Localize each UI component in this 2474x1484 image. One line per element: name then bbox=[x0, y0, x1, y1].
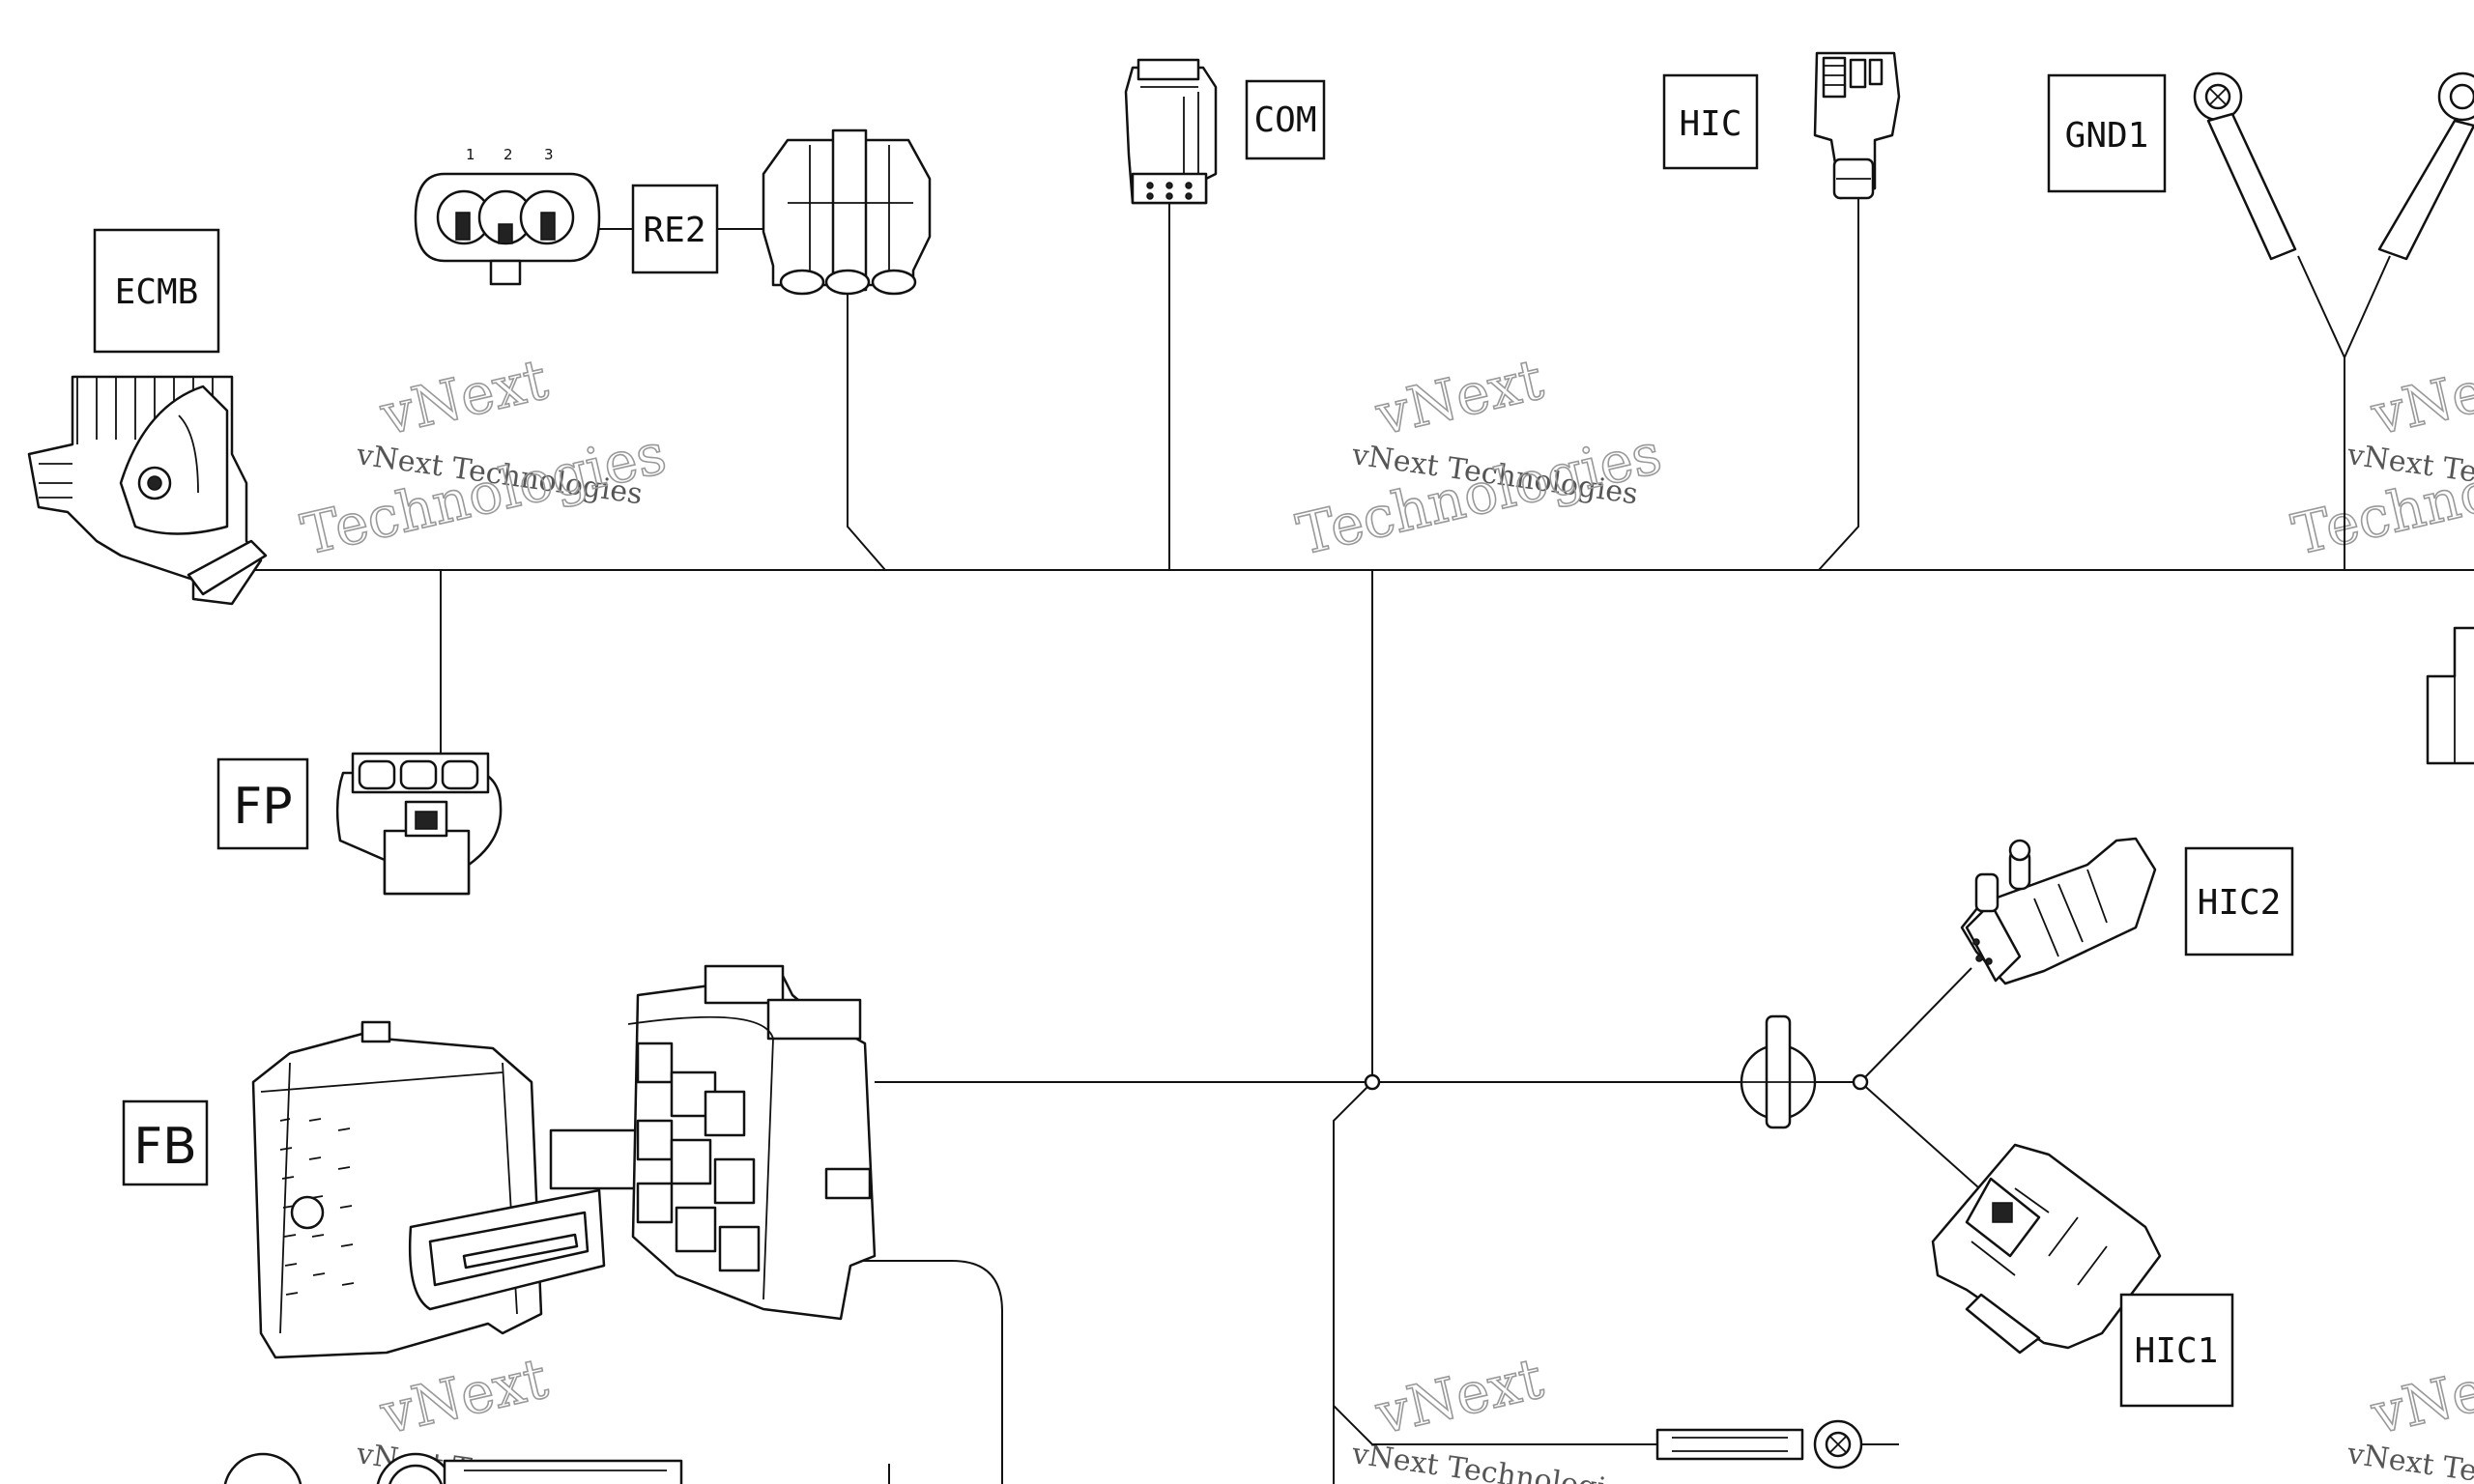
com-label: COM bbox=[1253, 100, 1316, 140]
hic2-connector[interactable]: HIC2 bbox=[1960, 837, 2294, 985]
re2-connector[interactable]: 1 2 3 RE2 bbox=[414, 128, 932, 296]
hic-label: HIC bbox=[1679, 104, 1741, 144]
fb-label: FB bbox=[133, 1118, 197, 1176]
svg-text:Technologies: Technologies bbox=[1291, 420, 1667, 568]
gnd1-connector[interactable]: GND1 bbox=[2047, 71, 2474, 261]
gnd1-label: GND1 bbox=[2065, 116, 2149, 156]
ring-terminal bbox=[1655, 1419, 1899, 1470]
re2-label: RE2 bbox=[643, 211, 705, 250]
hic1-connector[interactable]: HIC1 bbox=[1931, 1143, 2234, 1408]
fp-connector[interactable]: FP bbox=[216, 752, 503, 896]
svg-text:vNext: vNext bbox=[2365, 1345, 2474, 1447]
com-connector[interactable]: COM bbox=[1124, 58, 1326, 205]
ecmb-connector[interactable]: ECMB bbox=[27, 228, 268, 606]
svg-text:vNext: vNext bbox=[2365, 346, 2474, 448]
re2-branch-wire bbox=[847, 295, 886, 571]
watermark-5: vNext Technologies vNext bbox=[1349, 1344, 1640, 1484]
pin-number-1: 1 bbox=[466, 146, 475, 163]
hic1-label: HIC1 bbox=[2135, 1331, 2219, 1371]
inline-splice bbox=[1740, 1014, 1817, 1129]
fp-label: FP bbox=[233, 778, 292, 836]
watermark-2: vNext Technologies vNext Technologies bbox=[1290, 345, 1668, 568]
hic-connector[interactable]: HIC bbox=[1662, 51, 1901, 200]
junction-node bbox=[1364, 1073, 1381, 1091]
watermark-3: vNext Technologies vNext Technologies bbox=[2286, 345, 2474, 568]
svg-text:vNext: vNext bbox=[374, 346, 554, 448]
svg-text:vNext: vNext bbox=[1369, 1345, 1549, 1447]
watermark-1: vNext Technologies vNext Technologies bbox=[295, 345, 673, 568]
partial-connector-right-edge bbox=[2426, 626, 2474, 765]
svg-text:Technologies: Technologies bbox=[296, 420, 672, 568]
harness-wires bbox=[232, 198, 2474, 1484]
pin-number-3: 3 bbox=[544, 146, 554, 163]
pin-number-2: 2 bbox=[503, 146, 513, 163]
svg-text:vNext Technologies: vNext Technologies bbox=[2345, 1437, 2474, 1484]
partial-connectors-bottom-left bbox=[223, 1452, 683, 1484]
junction-node bbox=[1852, 1073, 1869, 1091]
hic-branch-wire bbox=[1818, 198, 1859, 571]
watermark-6: vNext Technologies vNext bbox=[2345, 1344, 2474, 1484]
hic2-label: HIC2 bbox=[2198, 883, 2282, 923]
fb-fuse-box[interactable]: FB bbox=[122, 964, 877, 1359]
svg-text:vNext: vNext bbox=[374, 1345, 554, 1447]
ecmb-label: ECMB bbox=[115, 272, 199, 312]
svg-text:vNext: vNext bbox=[1369, 346, 1549, 448]
